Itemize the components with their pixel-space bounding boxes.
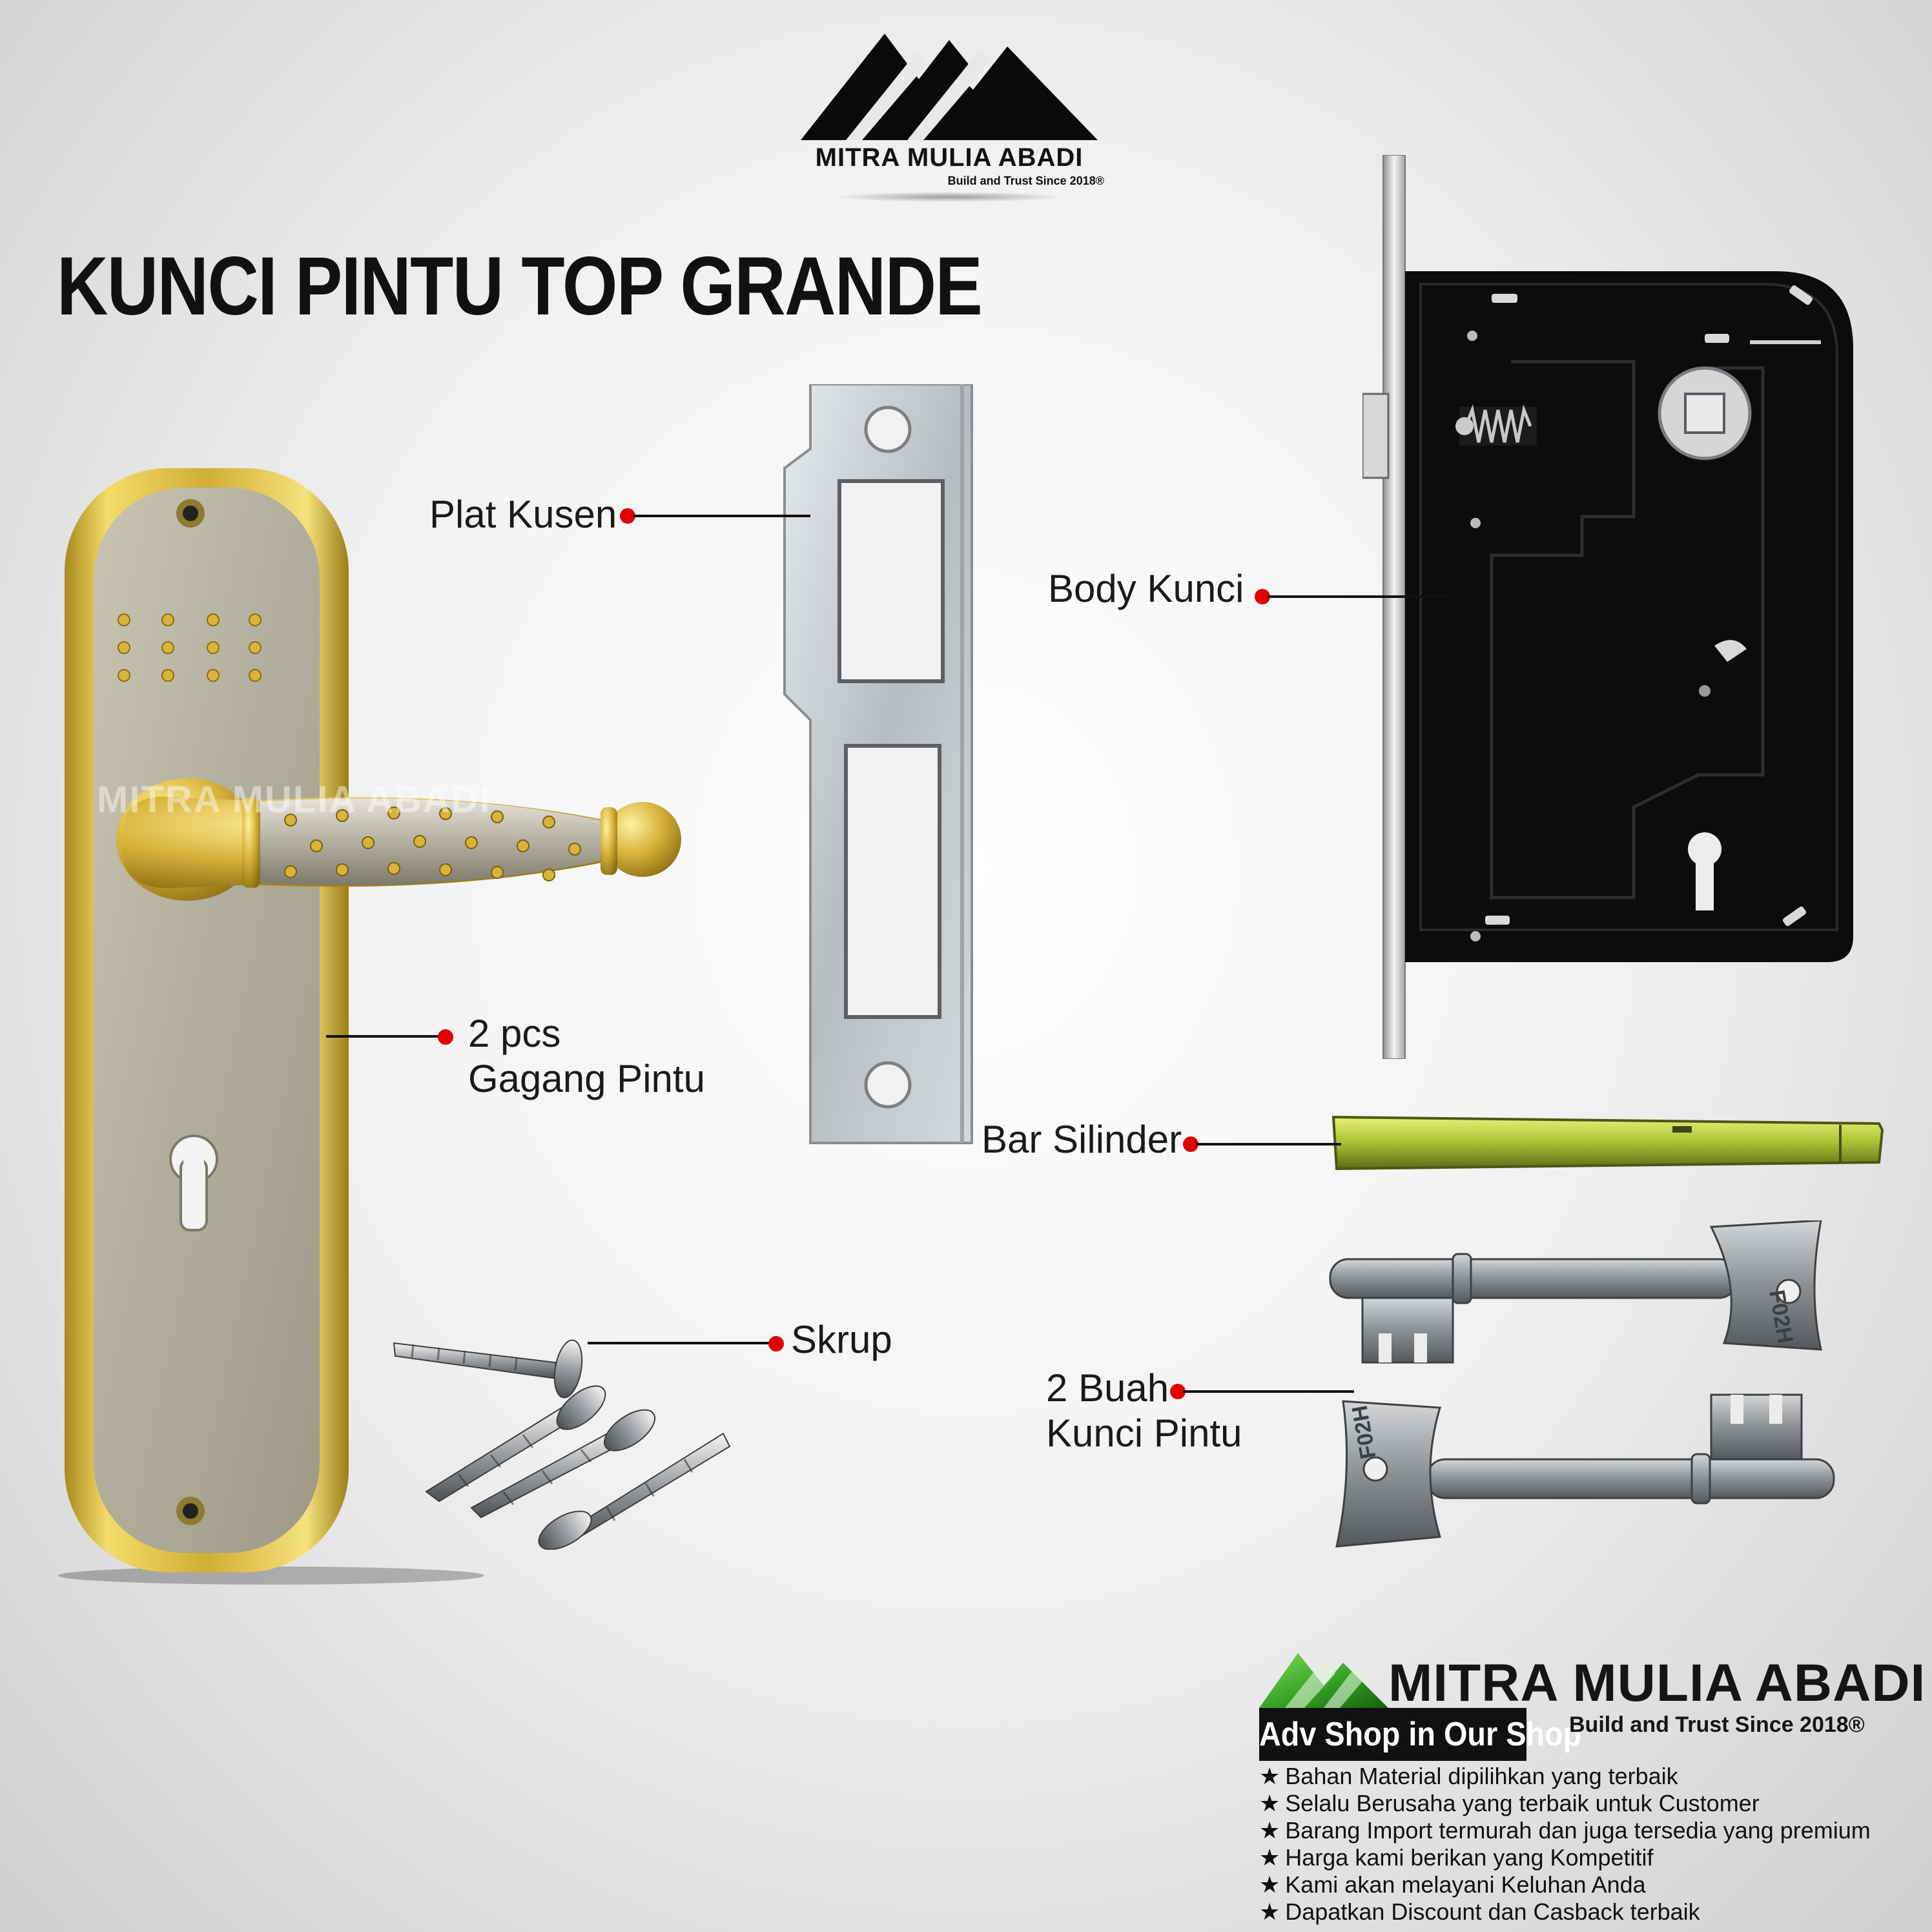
watermark-text: MITRA MULIA ABADI <box>97 779 491 821</box>
callout-line-skrup <box>588 1342 775 1344</box>
callout-line-kunci <box>1183 1390 1354 1393</box>
lock-body-image <box>1362 155 1853 1059</box>
label-body-kunci: Body Kunci <box>1048 567 1244 610</box>
star-icon: ★ <box>1259 1763 1280 1789</box>
door-handle-image <box>58 468 681 1585</box>
list-item: ★Dapatkan Discount dan Casback terbaik <box>1259 1898 1700 1925</box>
callout-dot-gagang <box>438 1029 453 1045</box>
keys-image: F02H F02H <box>1329 1220 1835 1548</box>
top-logo: MITRA MULIA ABADI Build and Trust Since … <box>794 8 1104 202</box>
star-icon: ★ <box>1259 1817 1280 1844</box>
star-icon: ★ <box>1259 1898 1280 1925</box>
list-item: ★Kami akan melayani Keluhan Anda <box>1259 1871 1646 1898</box>
star-icon: ★ <box>1259 1790 1280 1816</box>
star-icon: ★ <box>1259 1871 1280 1898</box>
callout-line-body-kunci <box>1268 595 1452 598</box>
spindle-bar-image <box>1331 1115 1884 1171</box>
top-logo-shadow <box>833 192 1065 202</box>
label-kunci-qty: 2 Buah <box>1046 1366 1169 1410</box>
star-icon: ★ <box>1259 1844 1280 1871</box>
adv-badge: Adv Shop in Our Shop <box>1259 1708 1581 1761</box>
label-bar-silinder: Bar Silinder <box>981 1118 1182 1161</box>
key-2-icon <box>1335 1393 1835 1548</box>
list-item: ★Bahan Material dipilihkan yang terbaik <box>1259 1763 1678 1789</box>
list-item: ★Barang Import termurah dan juga tersedi… <box>1259 1817 1871 1844</box>
callout-line-plat-kusen <box>633 515 810 517</box>
green-mountain-logo-icon <box>1259 1653 1388 1708</box>
footer-brand: MITRA MULIA ABADI <box>1388 1654 1926 1712</box>
strike-plate-image <box>783 384 973 1144</box>
screws-image <box>393 1339 731 1550</box>
key-1-icon <box>1329 1220 1822 1364</box>
callout-line-bar-silinder <box>1196 1143 1341 1146</box>
label-gagang-name: Gagang Pintu <box>468 1057 705 1100</box>
label-kunci-name: Kunci Pintu <box>1046 1412 1242 1455</box>
label-plat-kusen: Plat Kusen <box>429 493 617 536</box>
label-gagang-qty: 2 pcs <box>468 1012 561 1055</box>
list-item: ★Selalu Berusaha yang terbaik untuk Cust… <box>1259 1790 1760 1816</box>
callout-dot-skrup <box>768 1336 784 1351</box>
mountain-logo-icon <box>801 34 1098 140</box>
top-logo-brand: MITRA MULIA ABADI <box>815 143 1084 172</box>
callout-line-gagang <box>326 1035 442 1038</box>
label-skrup: Skrup <box>791 1318 892 1361</box>
brand-block: MITRA MULIA ABADI Adv Shop in Our Shop B… <box>1259 1640 1926 1931</box>
footer-tagline: Build and Trust Since 2018® <box>1569 1712 1865 1737</box>
top-logo-tagline: Build and Trust Since 2018® <box>947 174 1104 187</box>
page-title: KUNCI PINTU TOP GRANDE <box>57 240 983 333</box>
list-item: ★Harga kami berikan yang Kompetitif <box>1259 1844 1654 1871</box>
feature-list: ★Bahan Material dipilihkan yang terbaik … <box>1259 1763 1871 1926</box>
